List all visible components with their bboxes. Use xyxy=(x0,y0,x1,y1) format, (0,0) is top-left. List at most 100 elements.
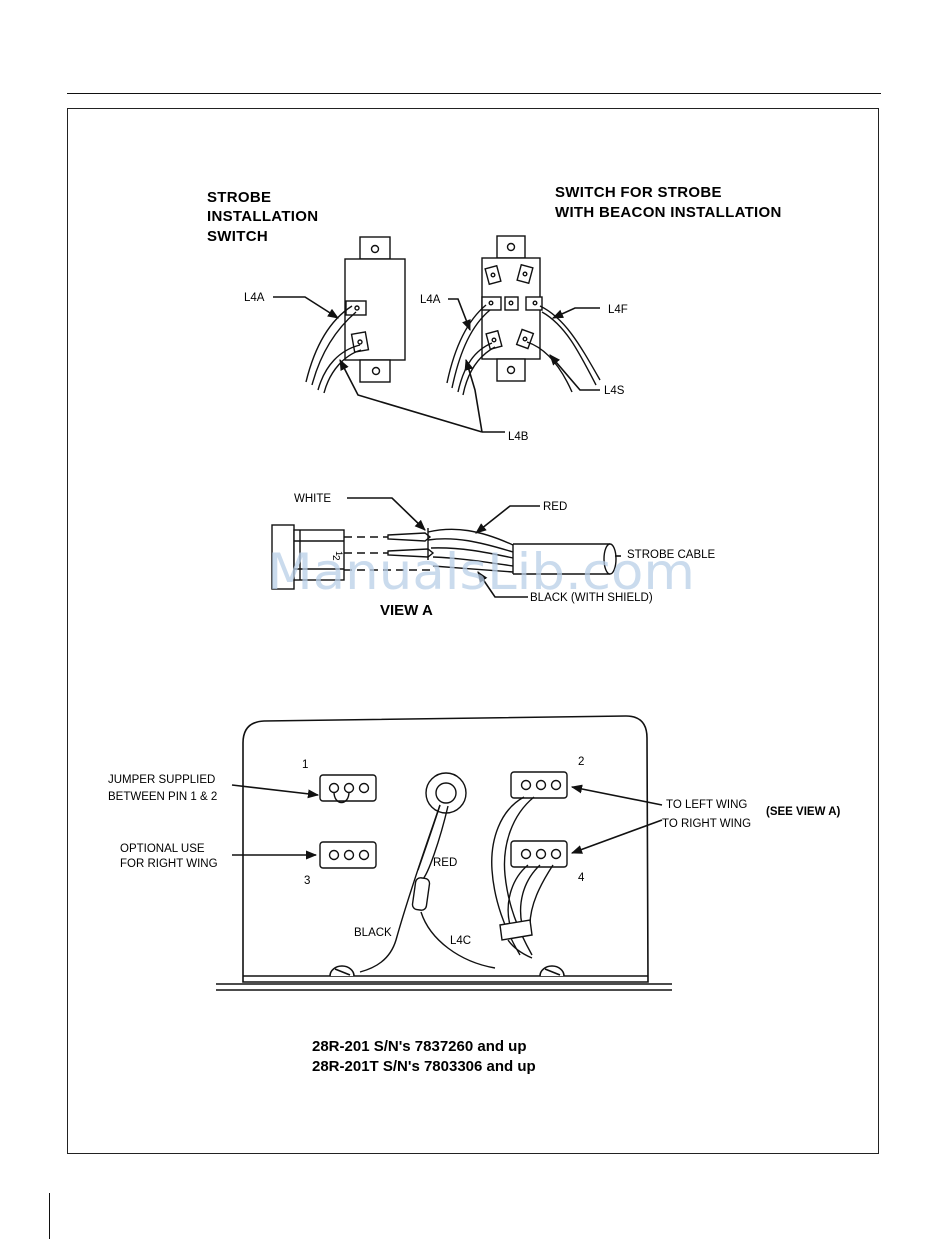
leader-l4s xyxy=(549,354,600,391)
right-terminal-tr xyxy=(516,263,534,285)
label-l4c: L4C xyxy=(450,935,471,947)
left-title-line-3: SWITCH xyxy=(207,228,268,245)
left-switch-top-tab xyxy=(359,236,391,260)
wire-red-upper xyxy=(427,528,514,546)
right-terminal-tl xyxy=(484,264,502,286)
left-terminal-1 xyxy=(345,300,367,316)
leader-l4b-right xyxy=(464,358,483,433)
connector-1 xyxy=(319,774,377,804)
right-title-line-1: SWITCH FOR STROBE xyxy=(555,184,722,201)
harness-4-a xyxy=(507,864,529,926)
pin-2 xyxy=(387,548,435,558)
label-strobe-cable: STROBE CABLE xyxy=(627,549,716,561)
figure-frame xyxy=(67,108,879,1154)
right-wire-l4b-2 xyxy=(462,346,496,396)
caption-line-2: 28R-201T S/N's 7803306 and up xyxy=(312,1058,536,1075)
right-terminal-mc xyxy=(504,296,519,311)
switch-callouts xyxy=(273,296,600,433)
pin-1 xyxy=(387,532,432,542)
label-optional-line-1: OPTIONAL USE xyxy=(120,843,205,855)
label-black-shield: BLACK (WITH SHIELD) xyxy=(530,592,653,604)
leader-l4a-right xyxy=(448,298,471,332)
wire-white xyxy=(430,547,514,559)
wire-black-lower xyxy=(432,565,514,573)
leader-red xyxy=(475,505,540,534)
right-switch-top-tab xyxy=(496,235,526,259)
pin-label-2: 2 xyxy=(330,555,341,561)
left-terminal-2-screw xyxy=(357,339,363,345)
label-jumper-line-2: BETWEEN PIN 1 & 2 xyxy=(108,791,217,803)
jumper-wire xyxy=(333,791,350,804)
label-red-wire: RED xyxy=(433,857,457,869)
connector-3 xyxy=(319,841,377,869)
left-title-line-1: STROBE xyxy=(207,189,271,206)
label-l4s: L4S xyxy=(604,385,625,397)
left-switch-title: STROBE INSTALLATION SWITCH xyxy=(207,189,318,245)
leader-left-wing xyxy=(570,784,663,806)
left-terminal-2 xyxy=(350,331,370,353)
right-switch-title: SWITCH FOR STROBE WITH BEACON INSTALLATI… xyxy=(555,184,782,221)
label-right-wing: TO RIGHT WING xyxy=(662,818,751,830)
view-a-connector xyxy=(271,524,617,590)
right-terminal-ml xyxy=(481,296,502,311)
right-switch-top-hole xyxy=(506,242,516,252)
cable-tie xyxy=(499,919,533,941)
top-rule xyxy=(67,93,881,94)
left-switch-bottom-hole xyxy=(371,366,381,376)
label-l4a-left: L4A xyxy=(244,292,265,304)
left-wire-l4a-1 xyxy=(305,305,353,383)
power-supply-callouts xyxy=(231,784,663,860)
right-terminal-br xyxy=(515,328,535,350)
label-red: RED xyxy=(543,501,567,513)
leader-black-shield xyxy=(477,571,528,598)
power-supply-housing xyxy=(242,715,649,983)
right-wire-l4f-2 xyxy=(541,311,597,386)
right-title-line-2: WITH BEACON INSTALLATION xyxy=(555,204,782,221)
left-wire-l4b-1 xyxy=(317,344,361,391)
leader-l4f xyxy=(551,307,600,319)
label-see-view-a: (SEE VIEW A) xyxy=(766,806,840,818)
inline-splice xyxy=(411,877,431,911)
right-switch-bottom-hole xyxy=(506,365,516,375)
right-wire-l4a-1 xyxy=(446,304,487,384)
left-title-line-2: INSTALLATION xyxy=(207,208,318,225)
wire-black-upper xyxy=(432,556,514,567)
label-black-wire: BLACK xyxy=(354,927,392,939)
conn-label-3: 3 xyxy=(304,875,310,887)
left-switch-top-hole xyxy=(370,244,380,254)
label-l4f: L4F xyxy=(608,304,628,316)
caption-line-1: 28R-201 S/N's 7837260 and up xyxy=(312,1038,527,1055)
label-l4a-right: L4A xyxy=(420,294,441,306)
right-switch-bottom-tab xyxy=(496,358,526,382)
power-supply-unit xyxy=(216,715,672,991)
left-terminal-1-screw xyxy=(354,305,360,311)
connector-4 xyxy=(510,840,568,868)
right-wire-l4f-1 xyxy=(539,305,601,381)
label-l4b: L4B xyxy=(508,431,529,443)
strobe-switch-left xyxy=(305,236,406,394)
left-switch-bottom-tab xyxy=(359,359,391,383)
leader-l4b-left xyxy=(339,359,483,433)
conn-label-2: 2 xyxy=(578,756,584,768)
left-wire-l4b-2 xyxy=(323,349,362,394)
connector-plug-barrel xyxy=(293,529,345,581)
label-jumper-line-1: JUMPER SUPPLIED xyxy=(108,774,215,786)
left-wire-l4a-2 xyxy=(311,311,357,386)
right-wire-l4a-2 xyxy=(451,309,491,389)
l4c-wire xyxy=(420,911,496,969)
power-wires xyxy=(359,796,554,973)
leader-jumper xyxy=(231,784,320,799)
connector-2 xyxy=(510,771,568,799)
view-a-title: VIEW A xyxy=(380,602,433,619)
power-grommet xyxy=(425,772,467,814)
manualslib-watermark: ManualsLib.com xyxy=(267,543,695,601)
cable-end xyxy=(603,543,617,575)
label-optional-line-2: FOR RIGHT WING xyxy=(120,858,218,870)
right-terminal-bl xyxy=(485,329,503,351)
label-left-wing: TO LEFT WING xyxy=(666,799,747,811)
leader-right-wing xyxy=(570,819,663,854)
strobe-beacon-switch-right xyxy=(446,235,601,396)
leader-l4a-left xyxy=(273,296,339,319)
page-margin-bar xyxy=(49,1193,50,1239)
